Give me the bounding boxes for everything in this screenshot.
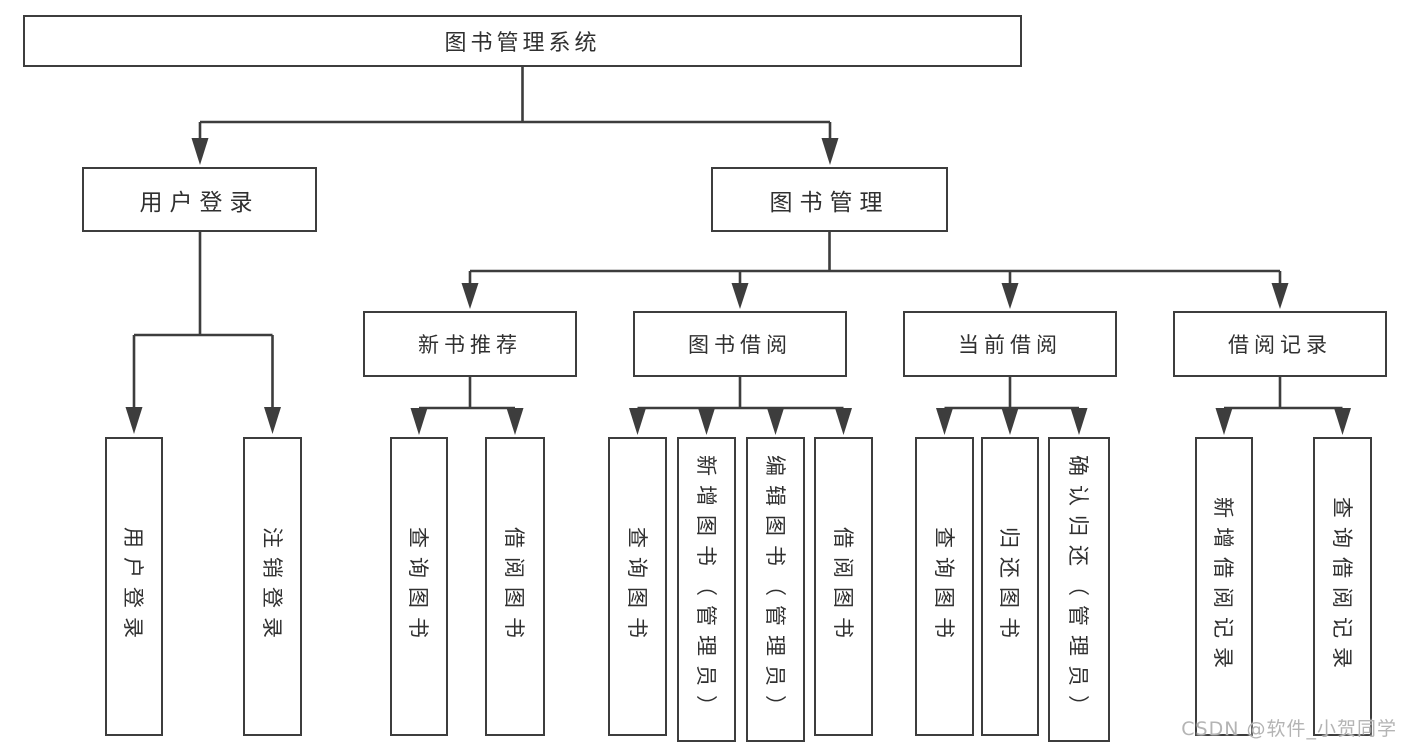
node-new-book-recommend: 新书推荐 (363, 311, 577, 377)
node-label: 图书管理系统 (444, 31, 601, 56)
leaf-label: 查询图书 (931, 526, 956, 647)
leaf-borrow-books-recommend: 借阅图书 (485, 437, 545, 736)
leaf-confirm-return-admin: 确认归还（管理员） (1048, 437, 1110, 742)
leaf-label: 归还图书 (997, 526, 1021, 647)
leaf-query-borrow-record: 查询借阅记录 (1313, 437, 1372, 736)
node-label: 用户登录 (139, 189, 260, 216)
leaf-add-books-admin: 新增图书（管理员） (677, 437, 736, 742)
leaf-add-borrow-record: 新增借阅记录 (1195, 437, 1253, 736)
node-label: 图书管理 (769, 189, 890, 216)
leaf-return-books: 归还图书 (981, 437, 1039, 736)
node-label: 当前借阅 (958, 333, 1062, 357)
leaf-label: 借阅图书 (502, 526, 526, 647)
leaf-label: 注销登录 (259, 526, 284, 647)
leaf-label: 借阅图书 (830, 526, 855, 647)
leaf-label: 用户登录 (121, 526, 145, 647)
node-book-management: 图书管理 (711, 167, 948, 232)
node-current-borrow: 当前借阅 (903, 311, 1117, 377)
leaf-borrow-books: 借阅图书 (814, 437, 873, 736)
node-user-login: 用户登录 (82, 167, 317, 232)
leaf-user-login: 用户登录 (105, 437, 163, 736)
leaf-edit-books-admin: 编辑图书（管理员） (746, 437, 805, 742)
leaf-label: 查询借阅记录 (1329, 496, 1354, 677)
leaf-label: 查询图书 (624, 526, 649, 647)
leaf-label: 新增借阅记录 (1211, 496, 1235, 677)
leaf-label: 查询图书 (406, 526, 430, 647)
leaf-query-books-borrow: 查询图书 (608, 437, 667, 736)
node-library-management-system: 图书管理系统 (23, 15, 1022, 67)
leaf-label: 新增图书（管理员） (693, 454, 718, 725)
node-book-borrow: 图书借阅 (633, 311, 847, 377)
node-borrow-records: 借阅记录 (1173, 311, 1387, 377)
leaf-query-books-current: 查询图书 (915, 437, 974, 736)
csdn-watermark: CSDN @软件_小贺同学 (1181, 718, 1397, 740)
node-label: 新书推荐 (418, 333, 522, 357)
leaf-label: 编辑图书（管理员） (762, 454, 787, 725)
leaf-query-books-recommend: 查询图书 (390, 437, 448, 736)
node-label: 借阅记录 (1228, 333, 1332, 357)
leaf-logout-login: 注销登录 (243, 437, 302, 736)
node-label: 图书借阅 (688, 333, 792, 357)
leaf-label: 确认归还（管理员） (1066, 454, 1090, 725)
